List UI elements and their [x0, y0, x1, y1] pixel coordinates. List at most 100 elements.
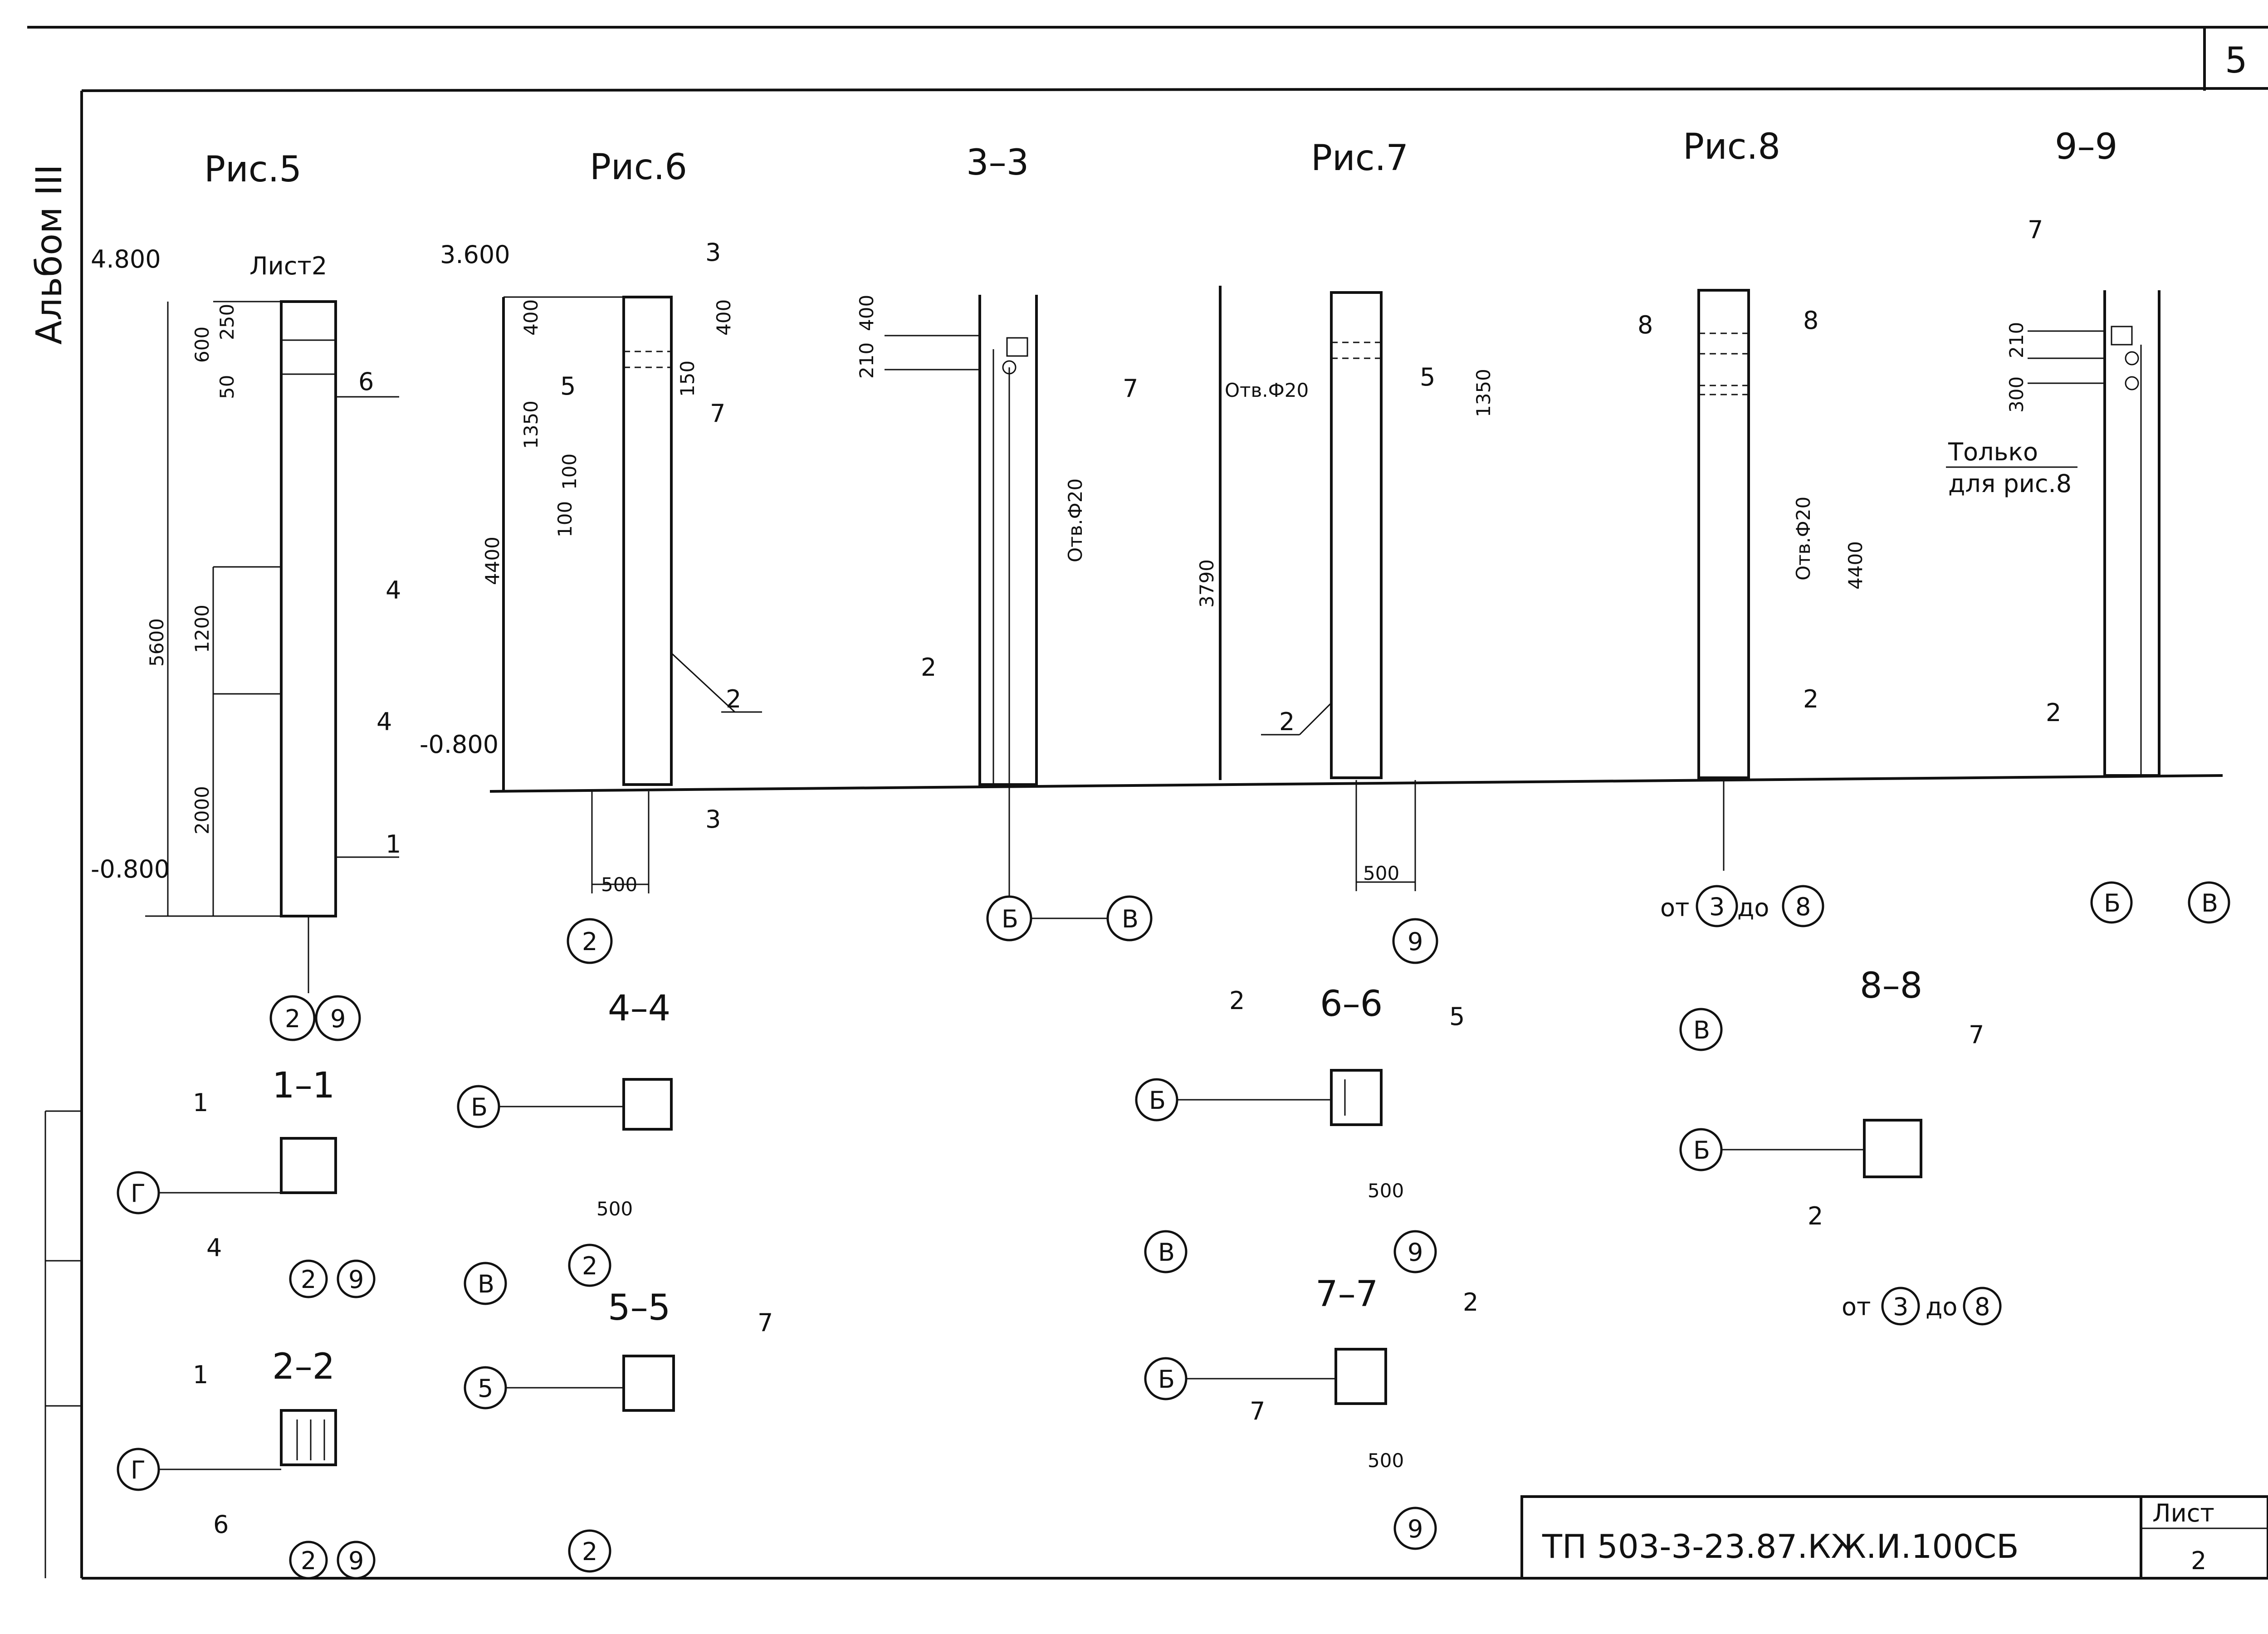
sec55-axis-5: 5 [478, 1374, 493, 1403]
fig6-cut-3-top: 3 [705, 238, 721, 267]
sheet-label: Лист [2152, 1499, 2214, 1527]
fig7-dim-3790: 3790 [1196, 559, 1218, 608]
sec99-mark-7: 7 [2028, 215, 2043, 244]
sec55-axis-v: В [478, 1270, 494, 1298]
sec99-dim-210: 210 [2005, 322, 2028, 358]
sec11-mark-4: 4 [206, 1234, 222, 1262]
sec55-axis-2: 2 [582, 1537, 597, 1566]
sec88-axis-b: Б [1693, 1136, 1710, 1165]
fig6-cut-3-bottom: 3 [705, 805, 721, 834]
sec77-dim-500: 500 [1368, 1449, 1404, 1472]
sec99-column [1946, 290, 2160, 777]
heading-fig5: Рис.5 [204, 149, 302, 190]
sec66-axis-9: 9 [1408, 1238, 1423, 1267]
sec99-axis-b: Б [2104, 889, 2121, 917]
sec55-section [622, 1355, 675, 1412]
fig8-dim-4400: 4400 [1844, 541, 1867, 590]
sec88-from: от [1842, 1293, 1871, 1321]
fig8-hole: Отв.Ф20 [1792, 497, 1814, 580]
sec66-mark-2: 2 [1229, 986, 1245, 1015]
corner-sheet-number: 5 [2225, 40, 2248, 81]
heading-sec88: 8–8 [1860, 966, 1922, 1006]
sec99-note-for-fig8: для рис.8 [1948, 469, 2072, 498]
sec33-dim-210: 210 [855, 342, 878, 379]
fig7-mark-5: 5 [1420, 363, 1435, 391]
sec77-mark-7: 7 [1250, 1397, 1265, 1425]
fig7-column [1219, 286, 1416, 891]
fig6-dim-100b: 100 [554, 501, 576, 537]
sec55-mark-7: 7 [758, 1308, 773, 1337]
sec88-axis-v: В [1693, 1016, 1710, 1044]
sec99-dim-300: 300 [2005, 376, 2028, 413]
fig6-mark-7: 7 [710, 399, 725, 428]
sec99-axis-v: В [2201, 889, 2218, 917]
fig8-to: до [1737, 893, 1769, 922]
fig6-dim-400a: 400 [520, 299, 542, 336]
fig8-from: от [1660, 893, 1690, 922]
fig7-hole: Отв.Ф20 [1225, 379, 1309, 401]
sec11-mark-1: 1 [193, 1088, 208, 1117]
fig5-note-list2: Лист2 [249, 252, 327, 280]
sec77-axis-v: В [1158, 1238, 1175, 1267]
sec88-section [1863, 1119, 1922, 1178]
sec33-mark-2: 2 [921, 653, 936, 682]
sec66-mark-5: 5 [1449, 1002, 1465, 1031]
heading-sec99: 9–9 [2055, 127, 2117, 167]
fig5-dim-1200: 1200 [191, 605, 213, 653]
sec66-section [1330, 1069, 1383, 1126]
fig5-mark-6: 6 [358, 367, 374, 396]
sec77-section [1334, 1348, 1387, 1405]
fig7-dim-1350: 1350 [1472, 369, 1495, 417]
elev-3600: 3.600 [440, 240, 510, 269]
sec77-axis-b: Б [1158, 1365, 1175, 1394]
sec88-mark-7: 7 [1969, 1020, 1984, 1049]
heading-sec33: 3–3 [966, 142, 1029, 183]
stamp-text: ТП 503-3-23.87.КЖ.И.100СБ [1542, 1527, 2019, 1566]
title-block [1520, 1495, 2268, 1580]
heading-sec55: 5–5 [608, 1288, 670, 1328]
elev-minus0800-fig5: -0.800 [91, 855, 170, 883]
fig5-dim-600: 600 [191, 327, 213, 363]
sec66-axis-b: Б [1149, 1086, 1166, 1115]
sec66-dim-500: 500 [1368, 1180, 1404, 1202]
heading-fig7: Рис.7 [1311, 138, 1408, 179]
heading-sec66: 6–6 [1320, 984, 1383, 1024]
fig6-column [502, 296, 673, 893]
sec88-axis-8: 8 [1975, 1293, 1990, 1321]
fig5-axis-9: 9 [330, 1005, 346, 1033]
sec88-mark-2: 2 [1808, 1202, 1823, 1230]
sec44-axis-2: 2 [582, 1252, 597, 1280]
fig5-mark-1: 1 [386, 830, 401, 858]
fig5-dim-50: 50 [216, 375, 238, 399]
fig6-dim-500: 500 [601, 873, 637, 896]
axis-bubbles-row [269, 881, 2230, 1041]
fig8-mark-2: 2 [1803, 685, 1818, 713]
sec33-axis-v: В [1122, 905, 1139, 933]
fig5-column [145, 300, 337, 993]
sec22-axis-9: 9 [348, 1546, 364, 1575]
sec33-hole: Отв.Ф20 [1064, 478, 1086, 562]
fig7-dim-500: 500 [1363, 862, 1399, 884]
sec33-axis-b: Б [1002, 905, 1018, 933]
fig5-mark-4a: 4 [386, 576, 401, 605]
fig6-mark-2: 2 [726, 685, 741, 713]
fig7-axis-9: 9 [1408, 927, 1423, 956]
sec44-axis-b: Б [471, 1093, 488, 1122]
sec33-dim-400: 400 [855, 295, 878, 331]
sec88-to: до [1926, 1293, 1957, 1321]
sheet-number: 2 [2191, 1546, 2206, 1575]
fig6-dim-400b: 400 [713, 299, 735, 336]
sec22-axis-2: 2 [301, 1546, 316, 1575]
fig6-dim-1350: 1350 [520, 400, 542, 449]
sec11-axis-9: 9 [348, 1265, 364, 1294]
sec22-axis-g: Г [131, 1456, 146, 1484]
fig6-axis-2: 2 [582, 927, 597, 956]
sec33-column [885, 295, 1038, 907]
heading-sec44: 4–4 [608, 988, 670, 1029]
sheet-frame [27, 26, 2268, 1580]
elev-4800: 4.800 [91, 245, 161, 273]
fig6-dim-150: 150 [676, 361, 699, 397]
album-label: Альбом III [29, 164, 70, 345]
sec22-mark-6: 6 [213, 1510, 229, 1539]
